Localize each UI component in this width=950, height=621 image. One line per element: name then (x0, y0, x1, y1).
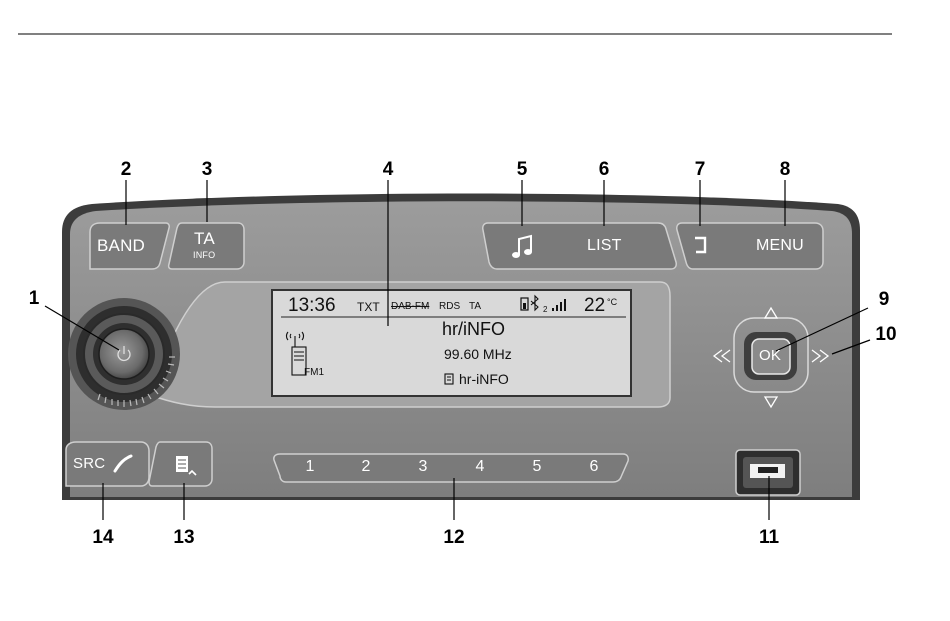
callout-14: 14 (83, 528, 123, 548)
display-band-badge: FM1 (304, 367, 324, 378)
callout-10: 10 (866, 325, 906, 345)
display-station: hr/iNFO (442, 319, 505, 340)
preset-1[interactable]: 1 (300, 458, 320, 476)
callout-13: 13 (164, 528, 204, 548)
callout-1: 1 (14, 289, 54, 309)
display-temperature: 22 (584, 295, 605, 317)
list-button[interactable]: LIST (587, 237, 622, 255)
preset-5[interactable]: 5 (527, 458, 547, 476)
callout-7: 7 (680, 160, 720, 180)
callout-11: 11 (749, 528, 789, 548)
callout-3: 3 (187, 160, 227, 180)
list-button-shape (483, 223, 677, 269)
display-temp-unit: °C (607, 297, 617, 307)
menu-button[interactable]: MENU (756, 237, 804, 255)
callout-9: 9 (864, 290, 904, 310)
ta-info-label: INFO (193, 250, 215, 260)
display-dab-fm: DAB-FM (391, 301, 429, 312)
callout-6: 6 (584, 160, 624, 180)
display-txt: TXT (357, 300, 380, 314)
preset-6[interactable]: 6 (584, 458, 604, 476)
callout-4: 4 (368, 160, 408, 180)
preset-3[interactable]: 3 (413, 458, 433, 476)
display-bt-sub: 2 (543, 305, 547, 314)
ta-button[interactable]: TA (194, 229, 215, 249)
display-frequency: 99.60 MHz (444, 346, 512, 362)
display-text-info: hr-iNFO (459, 371, 509, 387)
callout-2: 2 (106, 160, 146, 180)
display-ta: TA (469, 301, 481, 312)
band-button[interactable]: BAND (97, 236, 145, 256)
callout-12: 12 (434, 528, 474, 548)
preset-bar (274, 454, 628, 482)
preset-2[interactable]: 2 (356, 458, 376, 476)
display-rds: RDS (439, 301, 460, 312)
src-button[interactable]: SRC (73, 455, 105, 472)
ok-button[interactable]: OK (759, 347, 781, 364)
display-time: 13:36 (288, 295, 336, 317)
callout-5: 5 (502, 160, 542, 180)
preset-4[interactable]: 4 (470, 458, 490, 476)
callout-8: 8 (765, 160, 805, 180)
